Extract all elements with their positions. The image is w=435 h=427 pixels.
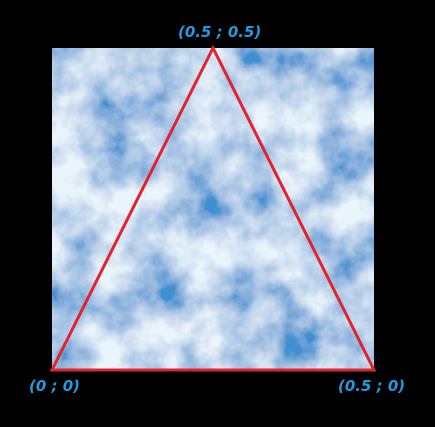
apex-coordinate-label: (0.5 ; 0.5) — [178, 23, 262, 41]
bottom-left-coordinate-label: (0 ; 0) — [29, 377, 81, 395]
triangle-outline — [49, 44, 377, 372]
cloud-texture-square — [52, 48, 374, 370]
bottom-right-coordinate-label: (0.5 ; 0) — [338, 377, 406, 395]
